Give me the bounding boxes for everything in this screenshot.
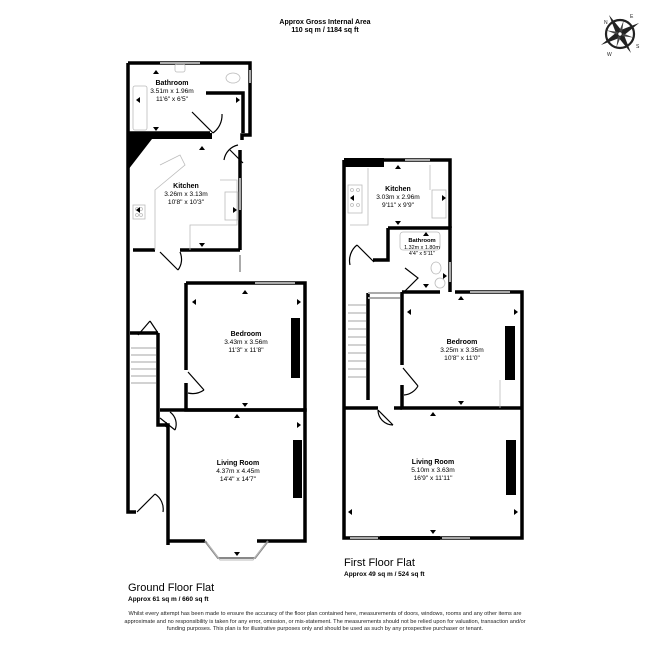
ground-floor-area: Approx 61 sq m / 660 sq ft	[128, 596, 209, 603]
first-floor-area: Approx 49 sq m / 524 sq ft	[344, 571, 425, 578]
first-floor-fixtures	[347, 165, 501, 408]
first-floor-windows	[350, 159, 510, 539]
room-label-ground-bathroom: Bathroom 3.51m x 1.96m 11'6" x 6'5"	[150, 80, 194, 103]
room-label-first-bedroom: Bedroom 3.25m x 3.35m 10'8" x 11'0"	[440, 339, 484, 362]
first-floor-plan	[342, 158, 524, 540]
svg-text:N: N	[604, 20, 608, 26]
ground-floor-solid-walls	[128, 133, 302, 498]
ground-floor-stairs	[131, 347, 156, 384]
room-label-ground-living-room: Living Room 4.37m x 4.45m 14'4" x 14'7"	[216, 460, 260, 483]
room-label-first-living-room: Living Room 5.10m x 3.63m 16'9" x 11'11"	[411, 459, 455, 482]
room-label-first-bathroom: Bathroom 1.32m x 1.80m 4'4" x 5'11"	[404, 238, 440, 257]
first-floor-solid-walls	[344, 158, 516, 540]
compass-rose-icon: N E S W	[600, 14, 640, 58]
room-label-ground-bedroom: Bedroom 3.43m x 3.56m 11'3" x 11'8"	[224, 331, 268, 354]
first-floor-stairs	[348, 304, 366, 378]
ground-floor-title: Ground Floor Flat	[128, 582, 215, 594]
first-floor-caption: First Floor Flat Approx 49 sq m / 524 sq…	[344, 557, 425, 579]
svg-text:W: W	[607, 52, 612, 58]
disclaimer-text: Whilst every attempt has been made to en…	[124, 611, 526, 633]
gross-area-value: 110 sq m / 1184 sq ft	[291, 27, 359, 34]
measurement-arrows	[136, 70, 518, 556]
ground-floor-doors	[136, 111, 244, 513]
living-room-bay-window	[204, 540, 269, 561]
first-floor-doors	[348, 244, 419, 426]
gross-area-title: Approx Gross Internal Area	[279, 19, 371, 26]
ground-floor-fixtures	[132, 63, 241, 250]
svg-text:E: E	[630, 14, 634, 20]
gross-area-header: Approx Gross Internal Area 110 sq m / 11…	[0, 19, 650, 35]
svg-text:S: S	[636, 44, 640, 50]
first-floor-title: First Floor Flat	[344, 557, 415, 569]
room-label-first-kitchen: Kitchen 3.03m x 2.96m 9'11" x 9'9"	[376, 186, 420, 209]
ground-floor-windows	[160, 62, 295, 284]
room-label-ground-kitchen: Kitchen 3.26m x 3.13m 10'8" x 10'3"	[164, 183, 208, 206]
ground-floor-caption: Ground Floor Flat Approx 61 sq m / 660 s…	[128, 582, 214, 604]
